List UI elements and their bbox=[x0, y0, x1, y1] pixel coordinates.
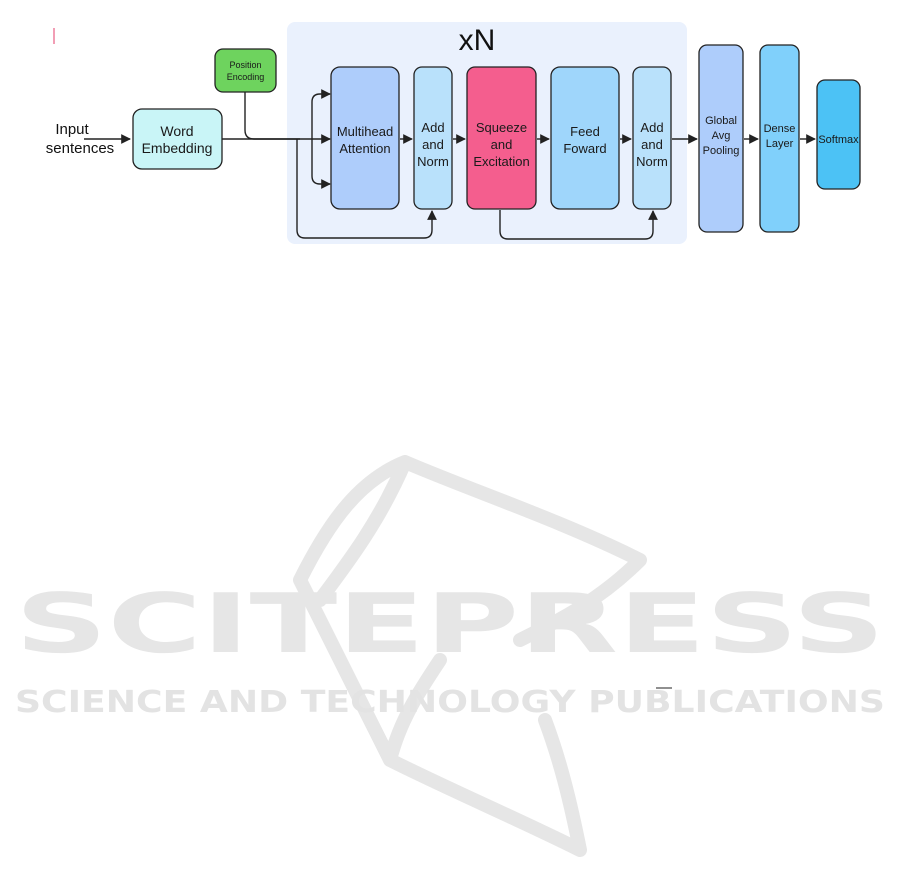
svg-text:Global: Global bbox=[705, 115, 737, 127]
svg-text:Position: Position bbox=[229, 60, 261, 70]
svg-text:Attention: Attention bbox=[339, 141, 390, 156]
dense-layer-box: Dense Layer bbox=[760, 45, 799, 232]
svg-text:and: and bbox=[641, 137, 663, 152]
global-avg-pooling-box: Global Avg Pooling bbox=[699, 45, 743, 232]
svg-text:Norm: Norm bbox=[417, 154, 449, 169]
svg-text:Embedding: Embedding bbox=[142, 140, 213, 156]
input-label-line-2: sentences bbox=[46, 140, 114, 157]
svg-text:and: and bbox=[422, 137, 444, 152]
svg-text:Word: Word bbox=[160, 123, 193, 139]
repeat-label: xN bbox=[459, 24, 496, 57]
add-norm-2-box: Add and Norm bbox=[633, 67, 671, 209]
svg-text:and: and bbox=[491, 137, 513, 152]
watermark-subtitle: SCIENCE AND TECHNOLOGY PUBLICATIONS bbox=[15, 685, 885, 720]
svg-text:Avg: Avg bbox=[712, 130, 731, 142]
svg-text:Encoding: Encoding bbox=[227, 72, 265, 82]
position-encoding-box: Position Encoding bbox=[215, 49, 276, 92]
svg-text:Softmax: Softmax bbox=[818, 134, 859, 146]
word-embedding-box: Word Embedding bbox=[133, 109, 222, 169]
multihead-attention-box: Multihead Attention bbox=[331, 67, 399, 209]
watermark: SCITEPRESS SCIENCE AND TECHNOLOGY PUBLIC… bbox=[15, 462, 885, 850]
svg-text:Multihead: Multihead bbox=[337, 124, 393, 139]
softmax-box: Softmax bbox=[817, 80, 860, 189]
input-label-line-1: Input bbox=[55, 121, 89, 138]
svg-text:Feed: Feed bbox=[570, 124, 600, 139]
svg-text:Excitation: Excitation bbox=[473, 154, 529, 169]
svg-text:Add: Add bbox=[421, 120, 444, 135]
squeeze-excitation-box: Squeeze and Excitation bbox=[467, 67, 536, 209]
svg-text:Pooling: Pooling bbox=[703, 145, 740, 157]
feed-forward-box: Feed Foward bbox=[551, 67, 619, 209]
add-norm-1-box: Add and Norm bbox=[414, 67, 452, 209]
svg-text:Layer: Layer bbox=[766, 138, 794, 150]
svg-text:Squeeze: Squeeze bbox=[476, 120, 527, 135]
svg-text:Norm: Norm bbox=[636, 154, 668, 169]
svg-text:Add: Add bbox=[640, 120, 663, 135]
svg-text:Foward: Foward bbox=[563, 141, 606, 156]
svg-text:Dense: Dense bbox=[764, 123, 796, 135]
watermark-title: SCITEPRESS bbox=[15, 577, 885, 672]
